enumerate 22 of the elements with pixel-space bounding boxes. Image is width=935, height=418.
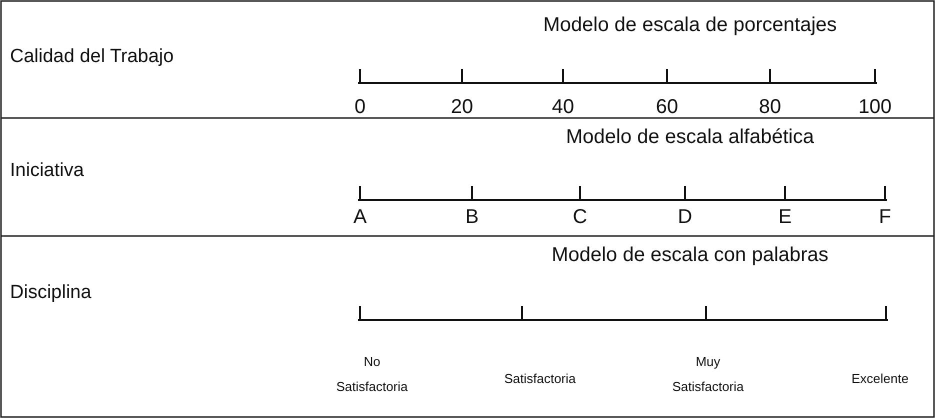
- scale-value: A: [353, 206, 367, 229]
- scale-value: F: [878, 206, 892, 229]
- scale-value: 60: [656, 96, 678, 119]
- scale-value: C: [572, 206, 588, 229]
- scale-value: E: [778, 206, 792, 229]
- scale-value: 20: [450, 96, 474, 119]
- criterion-label: Iniciativa: [10, 160, 84, 182]
- scale-value: B: [465, 206, 479, 229]
- scale-value: D: [678, 206, 692, 229]
- scale-value: Satisfactoria: [503, 370, 577, 388]
- scale-value: 0: [354, 96, 366, 119]
- scale-title: Modelo de escala con palabras: [552, 244, 828, 267]
- scale-value: Muy Satisfactoria: [671, 353, 745, 396]
- scale-value: No Satisfactoria: [335, 353, 409, 396]
- criterion-label: Disciplina: [10, 282, 92, 304]
- scale-value: 80: [758, 96, 782, 119]
- scale-title: Modelo de escala de porcentajes: [543, 14, 837, 37]
- criterion-label: Calidad del Trabajo: [10, 46, 174, 68]
- scale-value: 100: [858, 96, 892, 119]
- scale-value: Excelente: [850, 370, 910, 388]
- scale-title: Modelo de escala alfabética: [566, 126, 814, 149]
- scale-value: 40: [552, 96, 574, 119]
